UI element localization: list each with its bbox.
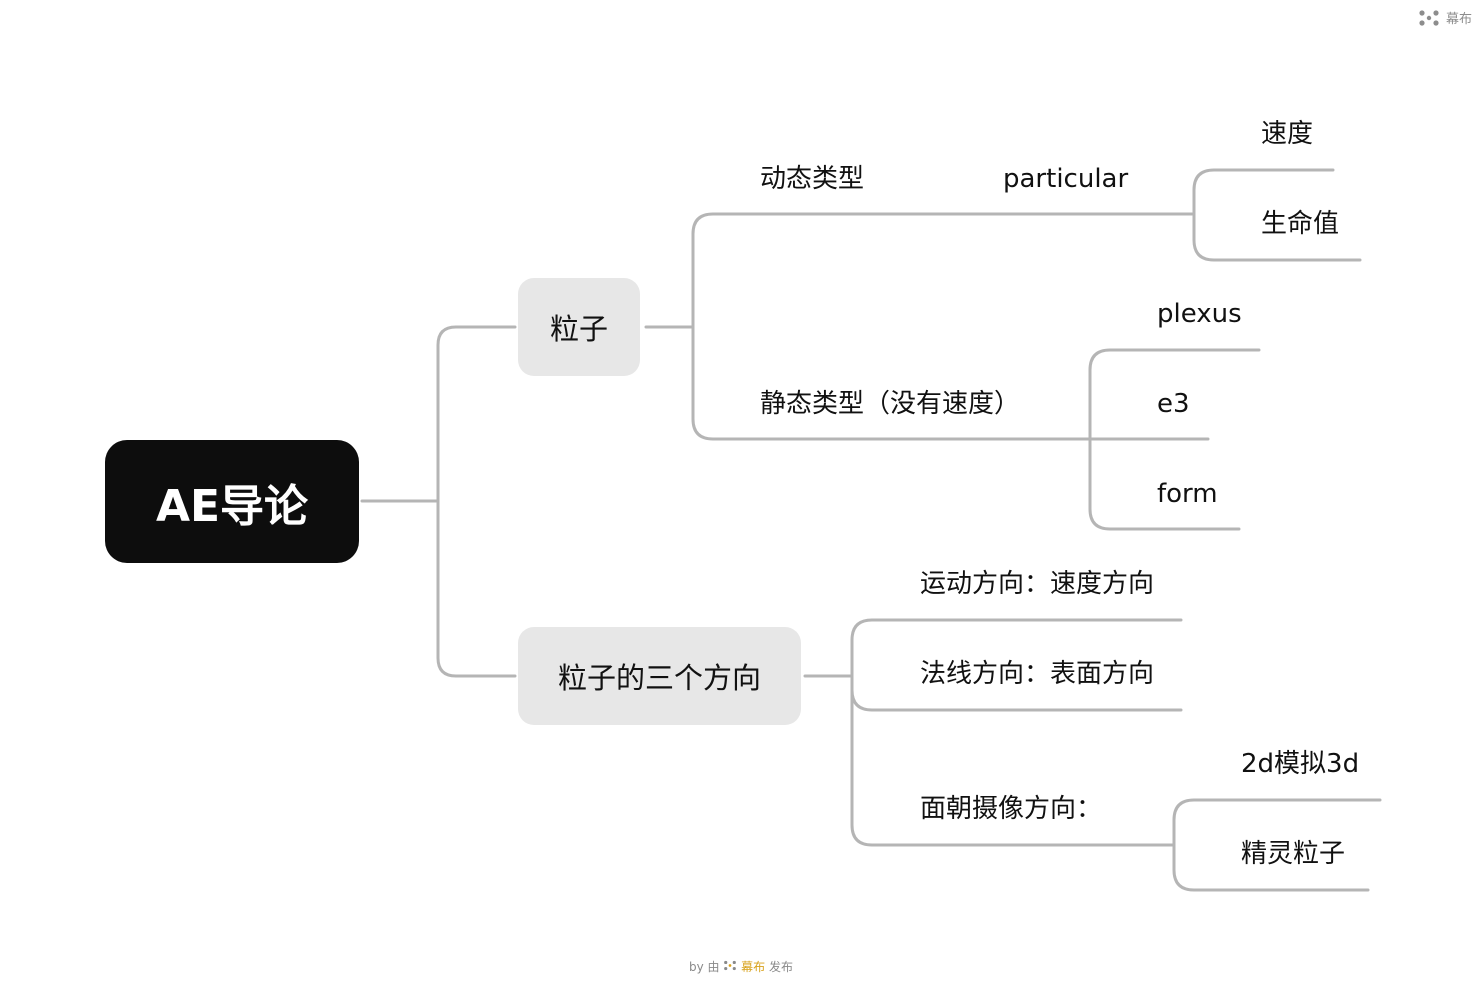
node-camera-direction[interactable]: 面朝摄像方向： bbox=[920, 794, 1103, 824]
link-static-children bbox=[1088, 348, 1261, 531]
root-node[interactable]: AE导论 bbox=[105, 440, 359, 563]
link-particular-children bbox=[1192, 168, 1362, 262]
node-sprite-particle[interactable]: 精灵粒子 bbox=[1241, 839, 1346, 869]
link-root-particles bbox=[436, 325, 517, 678]
node-form[interactable]: form bbox=[1157, 479, 1218, 509]
footer-brand-link[interactable]: 幕布 bbox=[741, 960, 766, 974]
link-camera-children bbox=[1172, 798, 1382, 892]
node-static-type[interactable]: 静态类型（没有速度） bbox=[760, 389, 1021, 419]
node-life[interactable]: 生命值 bbox=[1261, 209, 1340, 239]
link-directions-mid bbox=[850, 688, 1183, 712]
footer-suffix: 发布 bbox=[769, 960, 794, 974]
brand: 幕布 bbox=[1418, 8, 1472, 27]
node-particles[interactable]: 粒子 bbox=[518, 278, 640, 376]
node-plexus[interactable]: plexus bbox=[1157, 299, 1242, 329]
node-2d-simulate-3d[interactable]: 2d模拟3d bbox=[1241, 749, 1360, 779]
mubu-logo-icon bbox=[1419, 9, 1439, 26]
node-dynamic-type[interactable]: 动态类型 bbox=[760, 164, 865, 194]
node-e3[interactable]: e3 bbox=[1157, 389, 1190, 419]
mubu-logo-icon bbox=[724, 960, 737, 971]
node-speed[interactable]: 速度 bbox=[1261, 119, 1314, 149]
link-particles-types bbox=[691, 212, 1210, 441]
footer-prefix: by 由 bbox=[688, 960, 720, 974]
link-directions-top bbox=[850, 618, 1183, 847]
node-particle-directions[interactable]: 粒子的三个方向 bbox=[518, 627, 801, 725]
brand-name: 幕布 bbox=[1445, 12, 1472, 27]
footer-credit: by 由 幕布 发布 bbox=[0, 958, 1482, 975]
node-normal-direction[interactable]: 法线方向：表面方向 bbox=[920, 659, 1155, 689]
node-particular[interactable]: particular bbox=[1003, 164, 1129, 194]
node-motion-direction[interactable]: 运动方向：速度方向 bbox=[920, 569, 1155, 599]
